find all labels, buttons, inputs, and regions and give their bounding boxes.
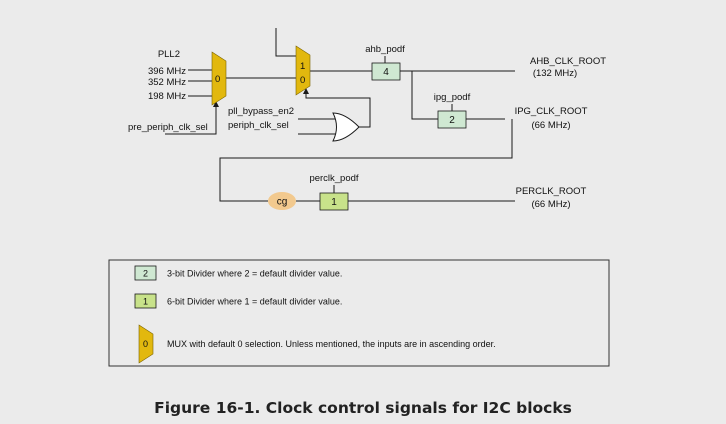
figure-caption: Figure 16-1. Clock control signals for I… <box>154 399 572 417</box>
pll-input-198: 198 MHz <box>148 91 186 102</box>
ipg-divider-box <box>437 110 467 129</box>
pll-input-352: 352 MHz <box>148 77 186 88</box>
legend-divider6-text: 6-bit Divider where 1 = default divider … <box>167 297 342 307</box>
perclk-divider-value: 1 <box>331 197 337 208</box>
legend-divider6-symbol <box>134 293 157 309</box>
legend-divider3-value: 2 <box>143 269 148 279</box>
mux2-in0-label: 0 <box>300 75 305 86</box>
wires <box>165 28 515 202</box>
ipg-root-freq: (66 MHz) <box>531 120 570 131</box>
legend-mux-text: MUX with default 0 selection. Unless men… <box>167 339 496 349</box>
legend: 2 3-bit Divider where 2 = default divide… <box>108 259 610 367</box>
ahb-divider-box <box>371 62 401 81</box>
ahb-root-freq: (132 MHz) <box>533 68 577 79</box>
perclk-root-name: PERCLK_ROOT <box>516 186 587 197</box>
ahb-podf-label: ahb_podf <box>365 44 405 55</box>
mux2-in1-label: 1 <box>300 61 305 72</box>
legend-box <box>108 259 610 367</box>
legend-divider3-text: 3-bit Divider where 2 = default divider … <box>167 269 342 279</box>
perclk-podf-label: perclk_podf <box>309 173 358 184</box>
perclk-root-freq: (66 MHz) <box>531 199 570 210</box>
mux-pll2-select <box>211 51 227 106</box>
ipg-podf-label: ipg_podf <box>434 92 471 103</box>
legend-divider3-symbol <box>134 265 157 281</box>
ipg-divider-value: 2 <box>449 115 455 126</box>
perclk-divider-box <box>319 192 349 211</box>
legend-mux-value: 0 <box>143 339 148 349</box>
clock-gate-label: cg <box>277 197 288 208</box>
pre-periph-clk-sel-label: pre_periph_clk_sel <box>128 122 208 133</box>
ahb-root-name: AHB_CLK_ROOT <box>530 56 606 67</box>
ipg-root-name: IPG_CLK_ROOT <box>515 106 588 117</box>
periph-clk-sel-label: periph_clk_sel <box>228 120 289 131</box>
legend-divider6-value: 1 <box>143 297 148 307</box>
pll-input-396: 396 MHz <box>148 66 186 77</box>
legend-mux-symbol <box>138 324 154 364</box>
or-gate <box>332 112 360 142</box>
clock-gate <box>268 192 296 210</box>
mux1-sel-label: 0 <box>215 74 220 85</box>
mux-periph-clk <box>295 45 311 96</box>
pll-bypass-en2-label: pll_bypass_en2 <box>228 106 294 117</box>
ahb-divider-value: 4 <box>383 67 389 78</box>
pll2-label: PLL2 <box>158 49 180 60</box>
